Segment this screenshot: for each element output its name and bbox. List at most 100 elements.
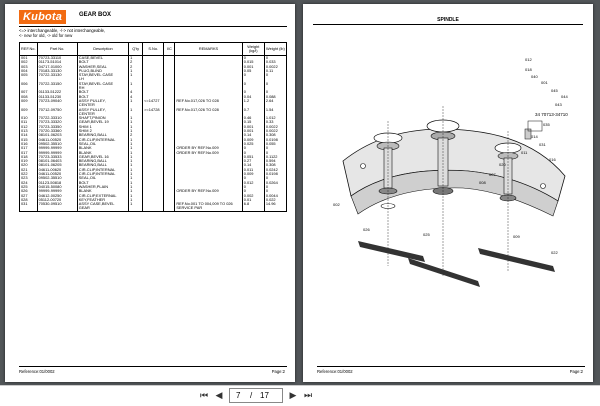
cell-ic xyxy=(163,111,176,117)
cell-ic xyxy=(163,133,176,138)
legend-item: <- new for old, xyxy=(19,33,46,39)
cell-ic xyxy=(163,197,176,203)
diagram-part-label: 040 xyxy=(531,74,538,79)
cell-weight-kg xyxy=(241,206,265,212)
col-weight-kg: Weight (kg/l) xyxy=(241,42,265,56)
cell-qty: 1 xyxy=(128,129,144,134)
cell-weight-lb: 0 xyxy=(263,146,288,151)
cell-weight-lb: 0 xyxy=(263,189,288,194)
page-number-field[interactable]: 7 / 17 xyxy=(229,388,283,403)
cell-ic xyxy=(163,176,176,181)
cell-qty: 1 xyxy=(128,154,144,160)
cell-weight-lb: 0 xyxy=(263,55,288,61)
legend-item: -> old for new xyxy=(46,33,73,39)
cell-qty: 1 xyxy=(128,150,144,155)
diagram-part-label: 002 xyxy=(333,202,340,207)
cell-ic xyxy=(163,129,176,134)
cell-qty: 1 xyxy=(128,197,144,203)
exploded-parts-diagram: 34 70713-34710 0120180400010450440430350… xyxy=(333,57,568,287)
cell-weight-lb: 2.64 xyxy=(263,98,288,104)
diagram-part-label: 007 xyxy=(489,172,496,177)
cell-qty: 4 xyxy=(128,90,144,95)
cell-qty: 1 xyxy=(128,98,144,104)
cell-weight-lb xyxy=(263,111,288,117)
diagram-part-label: 026 xyxy=(363,227,370,232)
first-page-icon[interactable]: ⏮ xyxy=(199,390,209,400)
cell-ic xyxy=(163,202,176,207)
cell-ic xyxy=(163,120,176,125)
bolt-part xyxy=(360,163,366,169)
footer-page: Page:2 xyxy=(271,369,285,374)
header-rule xyxy=(313,24,583,25)
cell-ic xyxy=(163,189,176,194)
cell-ic xyxy=(163,180,176,185)
col-weight-lb: Weight (lb) xyxy=(263,42,288,56)
cell-weight-lb: 0.0022 xyxy=(263,124,288,130)
part-callout: 34 70713-34710 xyxy=(535,112,568,117)
cell-weight-lb: 0 xyxy=(263,184,288,190)
cell-qty: 1 xyxy=(128,107,144,112)
cell-ic xyxy=(163,159,176,164)
cell-ic xyxy=(163,98,176,104)
cell-serial xyxy=(142,206,165,212)
next-page-icon[interactable]: ▶ xyxy=(289,390,297,400)
cell-ic xyxy=(163,184,176,190)
diagram-part-label: 012 xyxy=(525,57,532,62)
cell-weight-lb: 0.055 xyxy=(263,141,288,147)
right-spindle-assembly xyxy=(494,131,522,271)
cell-weight-lb xyxy=(263,86,288,91)
page-title: SPINDLE xyxy=(437,17,459,23)
cell-qty: 1 xyxy=(128,141,144,147)
left-spindle-assembly xyxy=(373,121,403,266)
cell-weight-lb: 0 xyxy=(263,150,288,155)
diagram-part-label: 022 xyxy=(551,250,558,255)
prev-page-icon[interactable]: ◀ xyxy=(215,390,223,400)
col-remarks: REMARKS xyxy=(174,42,243,56)
cell-qty xyxy=(128,86,144,91)
legend-item: <=> interchangeable, xyxy=(19,28,59,33)
cell-weight-lb: 0.0242 xyxy=(263,167,288,173)
cell-qty: 2 xyxy=(128,64,144,69)
cell-ic xyxy=(163,68,176,74)
cell-ic xyxy=(163,94,176,99)
cell-qty xyxy=(128,77,144,82)
document-viewer[interactable]: Kubota GEAR BOX <=> interchangeable, -/-… xyxy=(0,0,600,385)
cell-qty: 4 xyxy=(128,94,144,99)
legend-item: -/-> not interchangeable, xyxy=(59,28,106,33)
diagram-part-label: 009 xyxy=(513,234,520,239)
cell-weight-lb: 0.0044 xyxy=(263,193,288,198)
diagram-part-label: 044 xyxy=(561,94,568,99)
table-row: CENTER xyxy=(19,103,288,108)
last-page-icon[interactable]: ⏭ xyxy=(303,390,313,400)
diagram-part-label: 020 xyxy=(499,162,506,167)
cell-weight-lb: 0.022 xyxy=(263,197,288,203)
pdf-navigation-toolbar: ⏮ ◀ 7 / 17 ▶ ⏭ xyxy=(0,385,600,406)
diagram-page: SPINDLE xyxy=(303,4,593,382)
current-page[interactable]: 7 xyxy=(236,391,241,400)
table-row: RH xyxy=(19,86,288,91)
page-separator: / xyxy=(250,391,253,400)
footer-rule xyxy=(19,366,287,367)
col-serial: S.No. xyxy=(142,42,165,56)
diagram-part-label: 043 xyxy=(555,102,562,107)
footer-page: Page:2 xyxy=(569,369,583,374)
cell-qty: 1 xyxy=(128,163,144,168)
cell-weight-lb xyxy=(263,103,288,108)
